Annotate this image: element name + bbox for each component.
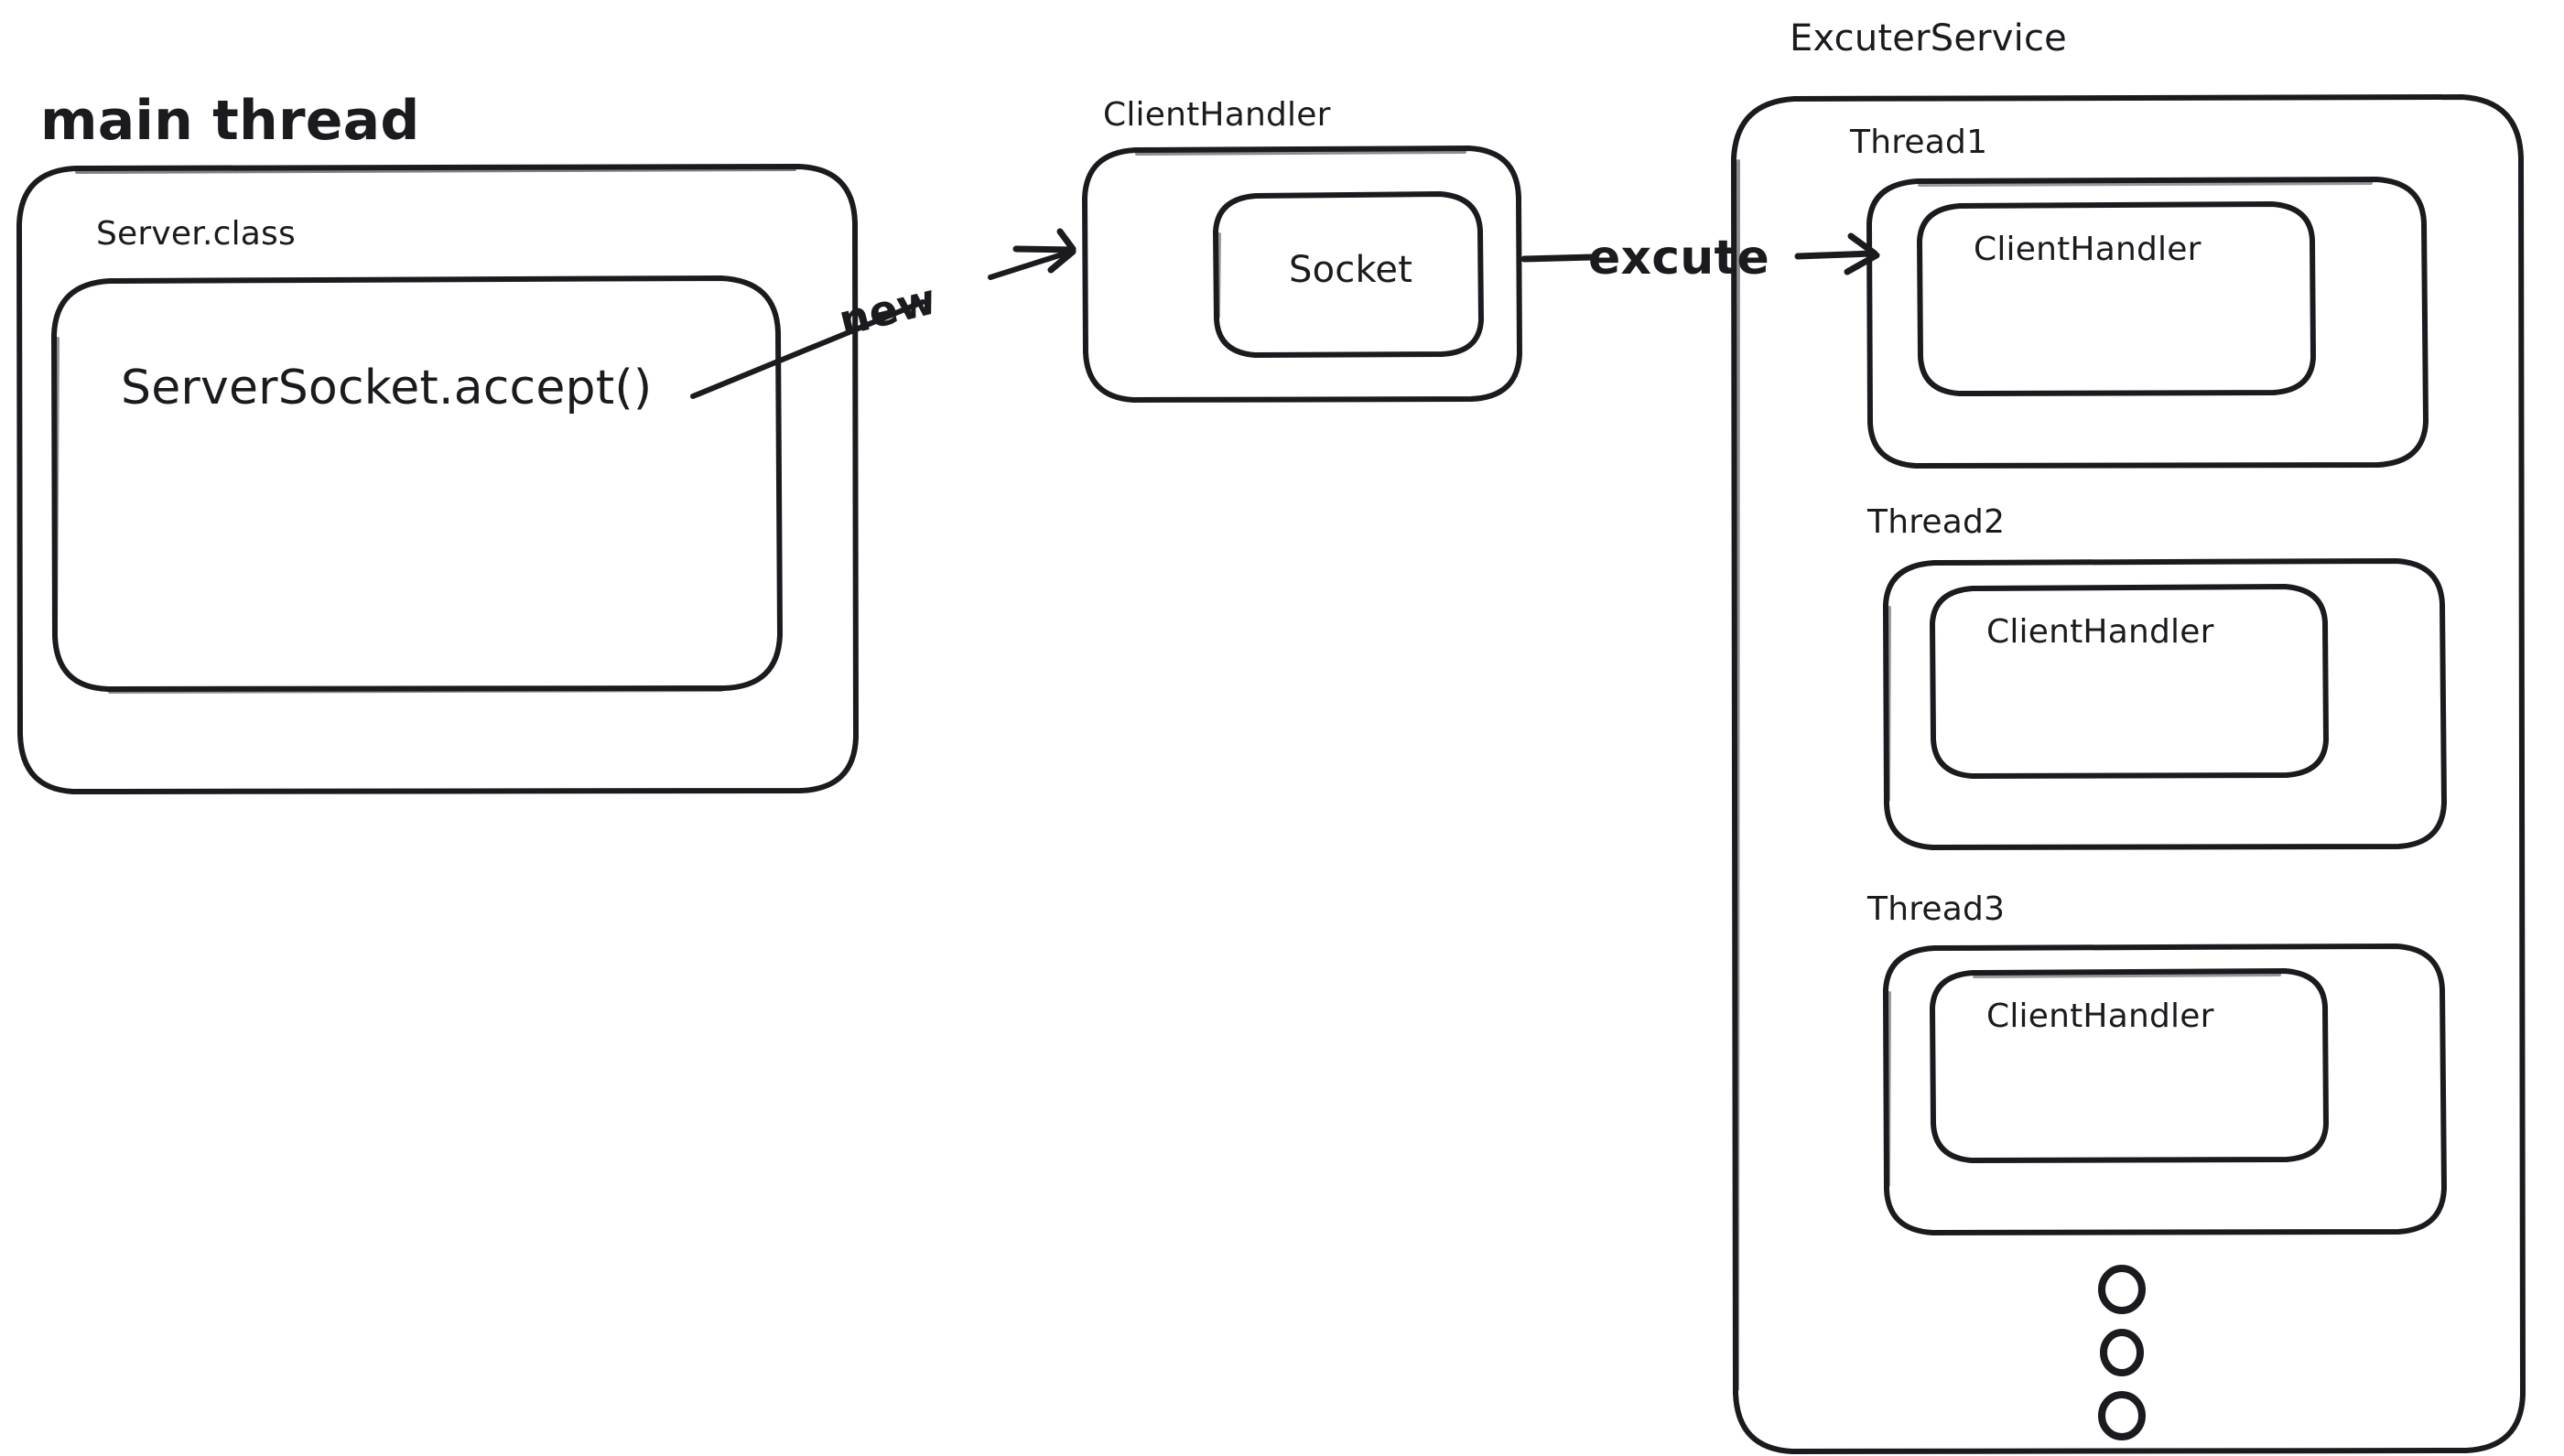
excuter-service-label: ExcuterService	[1790, 17, 2067, 59]
ellipsis-dots	[2098, 1265, 2146, 1440]
ellipsis-dot-1	[2098, 1265, 2146, 1314]
excute-arrow-label: excute	[1588, 231, 1769, 286]
main-thread-label: main thread	[40, 89, 420, 153]
excuter-service-box	[1731, 94, 2526, 1454]
server-class-label: Server.class	[96, 215, 296, 253]
thread3-label: Thread3	[1867, 890, 2006, 928]
server-class-box	[51, 275, 783, 694]
client-handler-label: ClientHandler	[1103, 96, 1331, 134]
thread2-box	[1883, 558, 2447, 850]
thread2-client-handler-label: ClientHandler	[1986, 613, 2214, 651]
thread1-label: Thread1	[1850, 124, 1988, 161]
client-handler-box	[1082, 146, 1522, 403]
main-thread-box	[16, 164, 859, 794]
ellipsis-dot-2	[2100, 1329, 2144, 1376]
new-arrow	[690, 228, 1076, 399]
thread2-label: Thread2	[1867, 503, 2006, 541]
ellipsis-dot-3	[2098, 1391, 2146, 1440]
thread1-client-handler-box	[1917, 201, 2316, 396]
thread3-client-handler-box	[1930, 968, 2329, 1163]
thread2-client-handler-box	[1930, 584, 2329, 779]
thread1-box	[1866, 177, 2429, 469]
socket-label: Socket	[1289, 249, 1413, 291]
socket-box	[1213, 191, 1484, 358]
thread3-box	[1883, 944, 2447, 1235]
serversocket-accept-label: ServerSocket.accept()	[121, 361, 653, 415]
thread1-client-handler-label: ClientHandler	[1974, 231, 2202, 268]
thread3-client-handler-label: ClientHandler	[1986, 998, 2214, 1035]
